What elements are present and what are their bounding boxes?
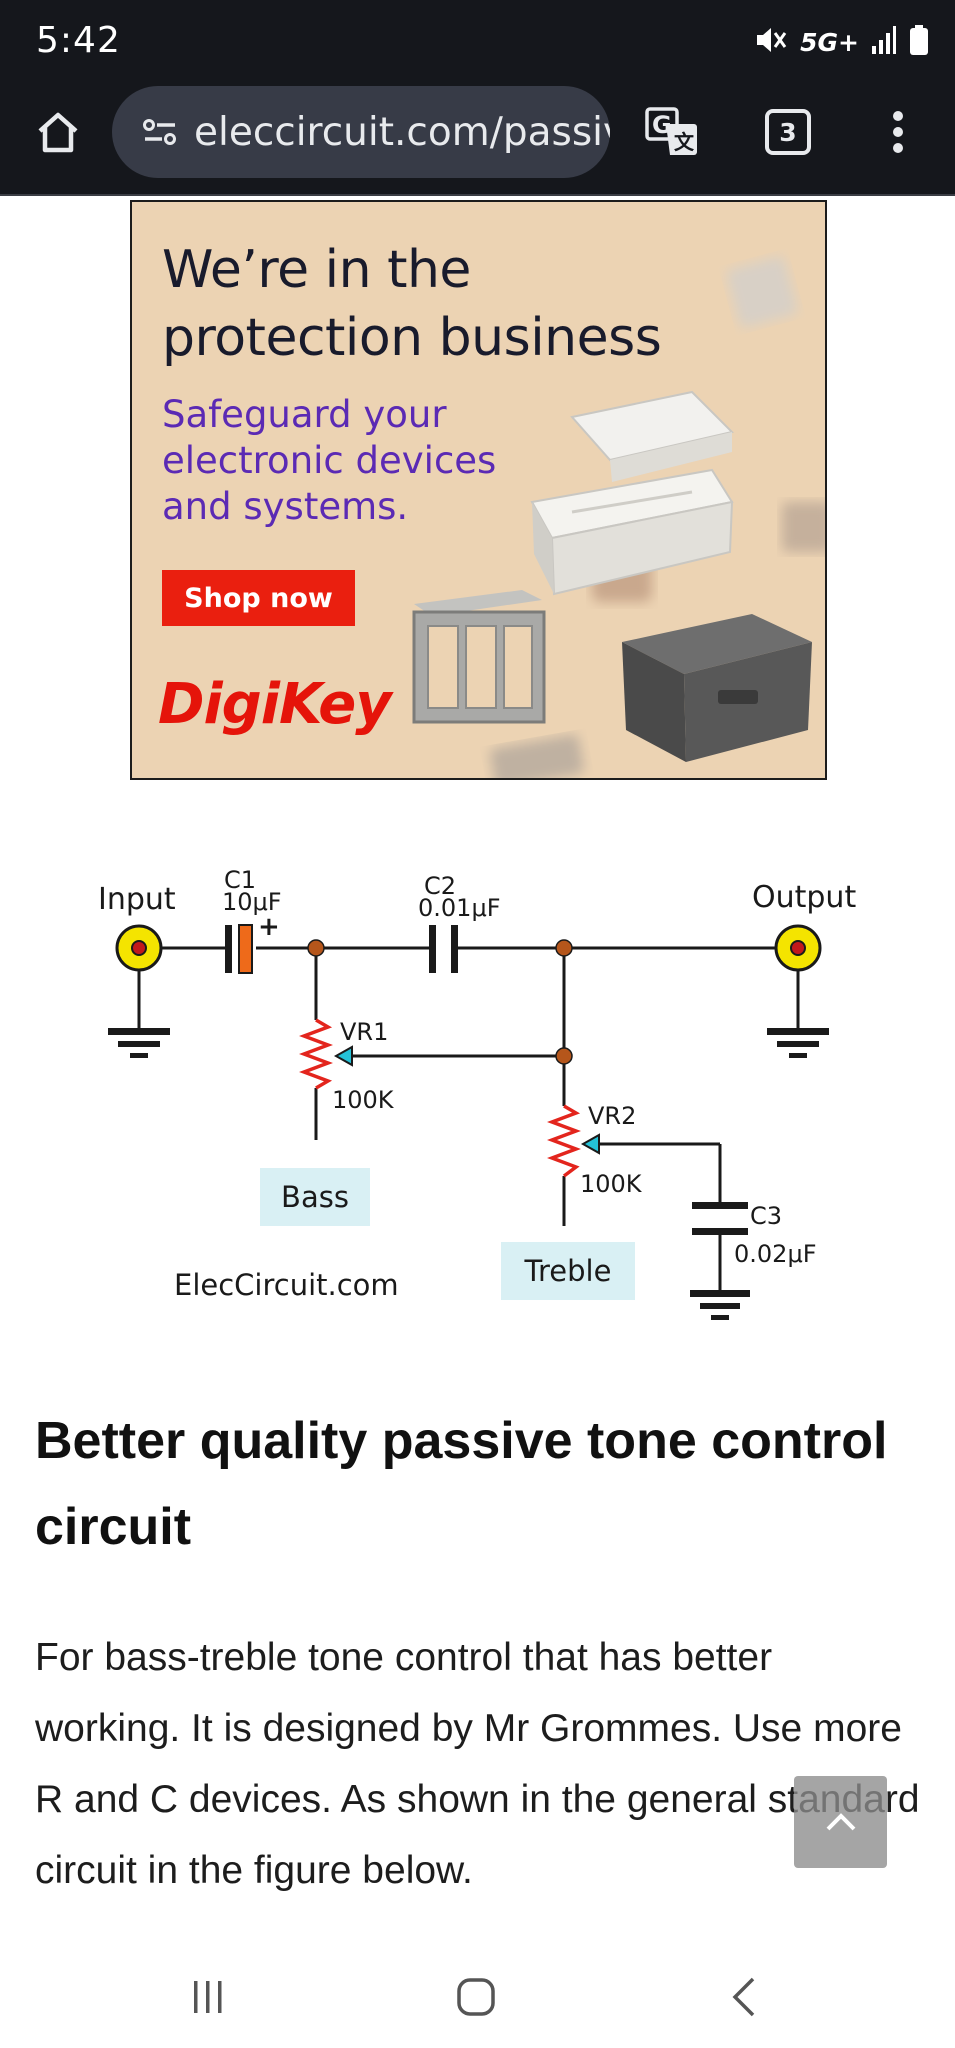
resistor-vr1 bbox=[299, 1018, 333, 1090]
svg-text:G: G bbox=[652, 111, 672, 139]
article-heading: Better quality passive tone control circ… bbox=[35, 1412, 888, 1556]
c2-value: 0.01μF bbox=[418, 894, 501, 922]
c2-name: C2 bbox=[424, 872, 457, 900]
advertisement-banner[interactable]: We’re in the protection business Safegua… bbox=[130, 200, 827, 780]
c1-name: C1 bbox=[224, 866, 257, 894]
input-jack bbox=[115, 924, 163, 972]
ground-symbols bbox=[108, 1028, 829, 1320]
vr1-name: VR1 bbox=[340, 1018, 389, 1046]
browser-toolbar: eleccircuit.com/passive G 文 3 bbox=[0, 82, 955, 196]
capacitor-c3 bbox=[692, 1202, 748, 1235]
battery-icon bbox=[909, 24, 929, 61]
treble-label: Treble bbox=[501, 1242, 635, 1300]
chevron-up-icon bbox=[826, 1813, 855, 1831]
recent-apps-icon bbox=[194, 1981, 222, 2013]
resistor-vr2 bbox=[547, 1104, 581, 1178]
more-menu-button[interactable] bbox=[862, 96, 934, 168]
system-navigation-bar bbox=[0, 1944, 955, 2048]
translate-button[interactable]: G 文 bbox=[636, 94, 708, 170]
home-button[interactable] bbox=[22, 96, 94, 168]
ad-subtext-line: electronic devices bbox=[162, 439, 497, 482]
input-label: Input bbox=[98, 882, 176, 917]
back-button[interactable] bbox=[704, 1962, 784, 2032]
signal-icon bbox=[871, 25, 897, 60]
output-label: Output bbox=[752, 880, 857, 915]
home-nav-icon bbox=[457, 1978, 495, 2016]
vr2-value: 100K bbox=[580, 1170, 642, 1198]
status-bar: 5:42 5G+ bbox=[0, 0, 955, 82]
enclosure-product-image bbox=[412, 256, 825, 778]
ad-headline: We’re in the protection business bbox=[162, 236, 662, 372]
home-nav-button[interactable] bbox=[436, 1962, 516, 2032]
wiper-vr2-arrow bbox=[580, 1133, 600, 1155]
more-icon bbox=[893, 111, 903, 153]
ad-headline-line: protection business bbox=[162, 308, 662, 368]
network-type: 5G+ bbox=[800, 28, 859, 57]
ad-subtext-line: and systems. bbox=[162, 485, 409, 528]
scroll-to-top-button[interactable] bbox=[794, 1776, 887, 1868]
c1-value: 10μF bbox=[222, 888, 282, 916]
clock: 5:42 bbox=[36, 20, 121, 61]
ad-subtext-line: Safeguard your bbox=[162, 393, 447, 436]
recent-apps-button[interactable] bbox=[168, 1962, 248, 2032]
eleccircuit-credit: ElecCircuit.com bbox=[174, 1268, 399, 1302]
translate-icon: G 文 bbox=[645, 107, 697, 155]
svg-text:文: 文 bbox=[674, 130, 695, 154]
capacitor-c1 bbox=[225, 924, 253, 974]
home-icon bbox=[38, 112, 78, 153]
site-settings-icon[interactable] bbox=[142, 116, 178, 148]
back-icon bbox=[732, 1977, 755, 2017]
ad-headline-line: We’re in the bbox=[162, 240, 471, 300]
url-text: eleccircuit.com/passive bbox=[194, 109, 610, 155]
tab-switcher-button[interactable]: 3 bbox=[752, 96, 824, 168]
junction-nodes bbox=[307, 939, 573, 1065]
tone-control-schematic: Input Output C1 10μF + C2 0.01μF C3 0.02… bbox=[0, 830, 955, 1350]
ad-subtext: Safeguard your electronic devices and sy… bbox=[162, 392, 496, 530]
vr1-value: 100K bbox=[332, 1086, 394, 1114]
article-paragraph: For bass-treble tone control that has be… bbox=[35, 1636, 920, 1892]
shop-now-button[interactable]: Shop now bbox=[162, 570, 355, 626]
tab-count: 3 bbox=[765, 109, 811, 155]
wiper-vr1-arrow bbox=[333, 1045, 353, 1067]
schematic-drawing bbox=[108, 924, 829, 1320]
capacitor-c2 bbox=[429, 925, 458, 973]
output-jack bbox=[774, 924, 822, 972]
c1-polarity: + bbox=[258, 912, 280, 942]
c3-value: 0.02μF bbox=[734, 1240, 817, 1268]
status-icons: 5G+ bbox=[754, 24, 929, 61]
bass-label: Bass bbox=[260, 1168, 370, 1226]
vr2-name: VR2 bbox=[588, 1102, 637, 1130]
address-bar[interactable]: eleccircuit.com/passive bbox=[112, 86, 610, 178]
mute-icon bbox=[754, 24, 788, 61]
c3-name: C3 bbox=[750, 1202, 783, 1230]
digikey-logo: DigiKey bbox=[158, 672, 392, 737]
